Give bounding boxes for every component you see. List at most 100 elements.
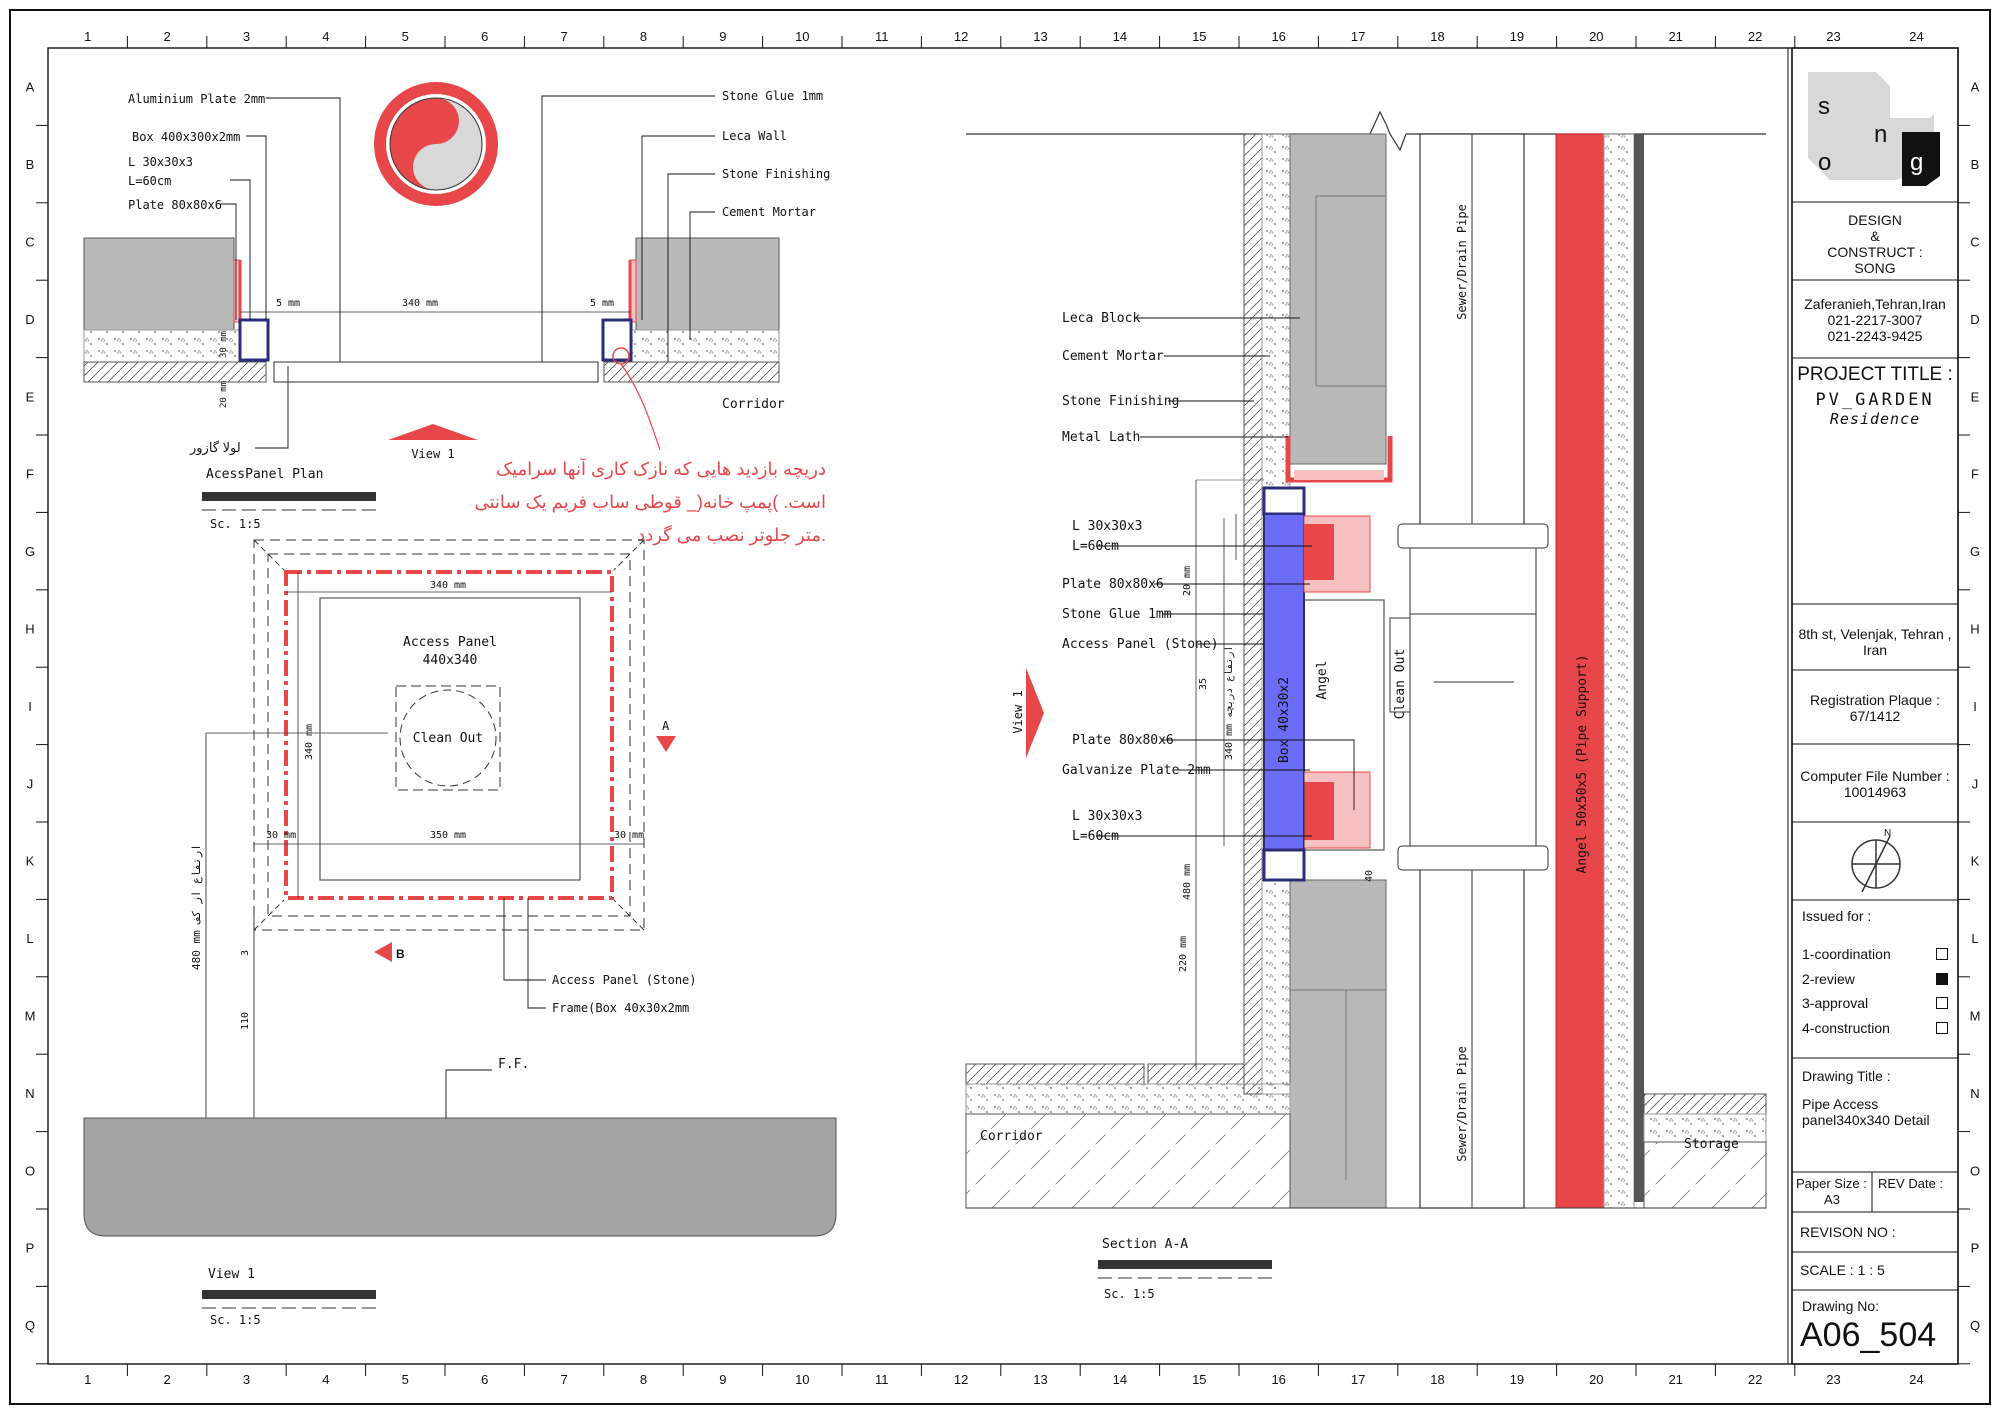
grid-row-label: O xyxy=(1970,1163,1980,1178)
issue-checkbox[interactable] xyxy=(1936,997,1948,1010)
grid-column-label: 6 xyxy=(481,29,488,44)
design-line: CONSTRUCT : xyxy=(1827,244,1923,260)
issue-row: 1-coordination xyxy=(1802,942,1948,967)
grid-row-label: J xyxy=(27,776,34,791)
grid-row-label: H xyxy=(1970,622,1979,637)
grid-column-label: 9 xyxy=(719,1372,726,1387)
section-scale: Sc. 1:5 xyxy=(1104,1287,1155,1301)
address-line: 021-2217-3007 xyxy=(1827,312,1923,328)
grid-column-label: 17 xyxy=(1351,29,1365,44)
grid-column-label: 20 xyxy=(1589,29,1603,44)
grid-column-label: 20 xyxy=(1589,1372,1603,1387)
label-frame: Frame(Box 40x30x2mm xyxy=(552,1001,689,1015)
logo-letter-n: n xyxy=(1874,121,1887,148)
grid-row-label: I xyxy=(28,699,32,714)
grid-row-label: C xyxy=(25,235,34,250)
persian-note: دریچه بازدید هایی که نازک کاری آنها سرام… xyxy=(474,457,826,546)
grid-column-label: 6 xyxy=(481,1372,488,1387)
plan-title: AcessPanel Plan xyxy=(206,467,323,482)
label-angle-section: L 30x30x3 xyxy=(1072,519,1142,534)
grid-row-label: F xyxy=(26,467,34,482)
grid-row-label: K xyxy=(1971,854,1980,869)
grid-column-label: 2 xyxy=(163,29,170,44)
grid-column-label: 23 xyxy=(1826,1372,1840,1387)
site-address: 8th st, Velenjak, Tehran , Iran xyxy=(1798,626,1952,658)
issue-row: 4-construction xyxy=(1802,1016,1948,1041)
grid-column-label: 19 xyxy=(1510,1372,1524,1387)
grid-row-label: Q xyxy=(25,1318,35,1333)
grid-row-label: A xyxy=(26,80,35,95)
label-angel-support: Angel 50x50x5 (Pipe Support) xyxy=(1575,654,1590,873)
dim-label: 30 mm xyxy=(266,830,296,841)
grid-column-label: 24 xyxy=(1909,1372,1923,1387)
grid-row-label: O xyxy=(25,1163,35,1178)
section-marker-a: A xyxy=(662,719,670,733)
grid-column-label: 17 xyxy=(1351,1372,1365,1387)
label-hinge: لولا گازور xyxy=(189,440,241,456)
dim-label: 30 mm xyxy=(614,830,644,841)
label-access-panel-stone: Access Panel (Stone) xyxy=(552,973,697,987)
label-angle: L 30x30x3 xyxy=(128,155,193,169)
grid-column-label: 16 xyxy=(1271,1372,1285,1387)
grid-column-label: 7 xyxy=(560,1372,567,1387)
grid-row-label: B xyxy=(26,157,35,172)
grid-row-label: K xyxy=(26,854,35,869)
scale: SCALE : 1 : 5 xyxy=(1800,1262,1885,1278)
dim-label: 3 xyxy=(240,950,251,956)
address-line: Zaferanieh,Tehran,Iran xyxy=(1804,296,1946,312)
grid-column-label: 14 xyxy=(1113,29,1127,44)
project-title-label: PROJECT TITLE : xyxy=(1797,364,1953,385)
grid-column-label: 5 xyxy=(402,1372,409,1387)
grid-column-label: 3 xyxy=(243,1372,250,1387)
grid-column-label: 7 xyxy=(560,29,567,44)
issue-checkbox[interactable] xyxy=(1936,972,1948,985)
grid-column-label: 18 xyxy=(1430,1372,1444,1387)
label-box: Box 400x300x2mm xyxy=(132,130,240,144)
grid-row-label: J xyxy=(1972,776,1979,791)
dim-label: 20 mm xyxy=(1182,566,1193,596)
grid-row-label: B xyxy=(1971,157,1980,172)
grid-column-label: 22 xyxy=(1748,29,1762,44)
label-angle2-length-section: L=60cm xyxy=(1072,829,1119,844)
section-title: Section A-A xyxy=(1102,1237,1188,1252)
grid-row-label: E xyxy=(26,389,35,404)
paper-size-label: Paper Size : xyxy=(1796,1176,1867,1191)
grid-row-label: M xyxy=(1970,1009,1981,1024)
issue-checkbox[interactable] xyxy=(1936,948,1948,961)
address-line: 021-2243-9425 xyxy=(1827,328,1923,344)
note-line-2: است. )پمپ خانه(_ قوطی ساب فریم یک سانتی xyxy=(474,492,826,513)
grid-row-label: C xyxy=(1970,235,1979,250)
dim-panel-height: 340 mm ارتفاع دریچه xyxy=(1224,646,1235,760)
design-line: DESIGN xyxy=(1848,212,1902,228)
grid-row-label: D xyxy=(1970,312,1979,327)
note-line-1: دریچه بازدید هایی که نازک کاری آنها سرام… xyxy=(496,457,826,480)
dim-label: 220 mm xyxy=(1178,936,1189,972)
plaque-value: 67/1412 xyxy=(1849,708,1901,724)
label-stone-finishing-section: Stone Finishing xyxy=(1062,394,1179,409)
label-ff: F.F. xyxy=(498,1057,529,1072)
grid-labels: 1122334455667788991010111112121313141415… xyxy=(25,29,1981,1387)
grid-row-label: N xyxy=(25,1086,34,1101)
issue-row: 3-approval xyxy=(1802,991,1948,1016)
grid-row-label: H xyxy=(25,622,34,637)
view1-marker: View 1 xyxy=(411,447,454,461)
issue-checkbox[interactable] xyxy=(1936,1021,1948,1034)
label-angel: Angel xyxy=(1315,660,1330,699)
drawing-number-label: Drawing No: xyxy=(1802,1298,1880,1314)
issue-label: 1-coordination xyxy=(1802,946,1891,963)
label-cement-mortar: Cement Mortar xyxy=(722,205,816,219)
grid-column-label: 19 xyxy=(1510,29,1524,44)
project-subtitle: Residence xyxy=(1829,410,1921,428)
issue-row: 2-review xyxy=(1802,967,1948,992)
drawing-title-line: Pipe Access xyxy=(1802,1096,1879,1112)
label-corridor-section: Corridor xyxy=(980,1129,1043,1144)
file-number-label: Computer File Number : xyxy=(1800,768,1950,784)
grid-column-label: 3 xyxy=(243,29,250,44)
plaque-label: Registration Plaque : xyxy=(1810,692,1940,708)
logo-letter-g: g xyxy=(1910,149,1923,176)
grid-column-label: 2 xyxy=(163,1372,170,1387)
grid-column-label: 18 xyxy=(1430,29,1444,44)
section-a-a: 480 mm 220 mm 340 mm ارتفاع دریچه 35 20 … xyxy=(965,110,1767,1301)
label-sewer-top: Sewer/Drain Pipe xyxy=(1455,204,1469,320)
view1-marker-section: View 1 xyxy=(1011,690,1025,733)
